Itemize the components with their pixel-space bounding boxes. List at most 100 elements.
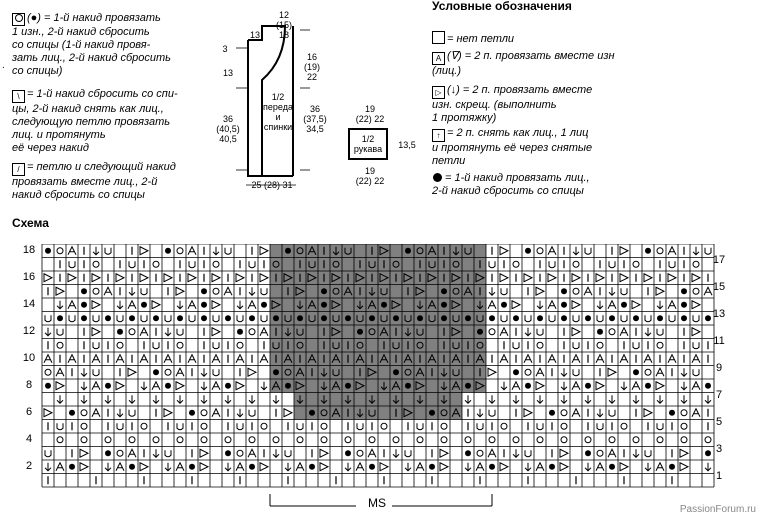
a-mark (451, 353, 461, 363)
a-mark (115, 461, 125, 471)
legend-left-item-1: (●) = 1-й накид провязать 1 изн., 2-й на… (12, 12, 171, 77)
dim-right-big: 36 (37,5) 34,5 (303, 104, 327, 134)
dot-mark (345, 450, 351, 457)
ring-mark (632, 260, 640, 268)
arrow-mark (560, 395, 568, 404)
dot-mark (525, 247, 531, 254)
a-mark (211, 380, 221, 390)
dot-mark (681, 315, 687, 322)
ring-mark (248, 328, 256, 336)
triangle-mark (631, 299, 642, 310)
arrow-mark (296, 300, 304, 310)
triangle-mark (535, 286, 546, 297)
dot-mark (285, 247, 291, 254)
ring-mark (536, 341, 544, 349)
dot-mark (249, 463, 255, 470)
slash-icon: / (12, 163, 25, 176)
a-mark (355, 461, 365, 471)
ring-mark (212, 287, 220, 295)
triangle-mark (151, 299, 162, 310)
arrow-mark (560, 368, 568, 377)
a-mark (67, 245, 77, 255)
triangle-mark (499, 245, 510, 256)
a-mark (91, 407, 101, 417)
u-mark (452, 315, 460, 323)
a-mark (667, 245, 677, 255)
u-mark (128, 409, 136, 417)
a-mark (127, 299, 137, 309)
ring-mark (368, 328, 376, 336)
a-mark (91, 353, 101, 363)
dot-mark (225, 450, 231, 457)
dot-mark (681, 301, 687, 308)
row-number-left: 8 (25, 379, 33, 391)
arrow-mark (596, 408, 604, 418)
ring-mark (560, 422, 568, 430)
triangle-mark (451, 299, 462, 310)
dot-mark (153, 369, 159, 376)
a-mark (571, 380, 581, 390)
triangle-mark (139, 245, 150, 256)
arrow-mark (584, 395, 592, 404)
ring-mark (656, 341, 664, 349)
arrow-mark (680, 395, 688, 404)
triangle-mark (55, 286, 66, 297)
ring-mark (596, 449, 604, 457)
u-mark (308, 261, 316, 269)
arrow-mark (128, 395, 136, 404)
a-mark (43, 353, 53, 363)
u-mark (56, 423, 64, 431)
arrow-mark (80, 381, 88, 391)
ring-mark (92, 287, 100, 295)
a-mark (571, 407, 581, 417)
arrow-mark (140, 381, 148, 391)
a-mark (691, 407, 701, 417)
triangle-mark (283, 272, 294, 283)
triangle-mark (115, 272, 126, 283)
a-mark (67, 299, 77, 309)
ring-mark (272, 436, 280, 444)
empty-square-icon (432, 31, 445, 44)
ms-label: MS (368, 496, 386, 510)
u-mark (92, 342, 100, 350)
ring-mark (116, 341, 124, 349)
triangle-mark (43, 272, 54, 283)
u-mark (692, 315, 700, 323)
u-mark (416, 328, 424, 336)
dim-bottom: 25 (28) 31 (251, 180, 293, 190)
dot-mark (633, 315, 639, 322)
arrow-mark (272, 395, 280, 404)
triangle-mark (523, 407, 534, 418)
triangle-mark (43, 407, 54, 418)
a-mark (535, 367, 545, 377)
ring-mark (128, 436, 136, 444)
u-mark (140, 315, 148, 323)
a-mark (607, 299, 617, 309)
ring-mark (584, 436, 592, 444)
ring-mark (620, 422, 628, 430)
ring-mark (596, 341, 604, 349)
triangle-mark (163, 272, 174, 283)
arrow-mark (500, 381, 508, 391)
arrow-mark (116, 300, 124, 310)
triangle-mark (79, 461, 90, 472)
arrow-mark (512, 449, 520, 458)
arrow-mark (536, 395, 544, 404)
u-mark (284, 450, 292, 458)
u-mark (656, 328, 664, 336)
triangle-mark (127, 367, 138, 378)
u-mark (536, 328, 544, 336)
arrow-mark (356, 300, 364, 310)
dot-mark (153, 315, 159, 322)
ring-mark (392, 436, 400, 444)
dot-mark (117, 328, 123, 335)
a-mark (259, 353, 269, 363)
u-mark (596, 315, 604, 323)
arrow-mark (236, 408, 244, 418)
triangle-mark (91, 299, 102, 310)
front-label: 1/2 переда и спинки (263, 92, 293, 132)
ring-mark (536, 436, 544, 444)
arrow-mark (476, 408, 484, 418)
triangle-a-icon: A (432, 52, 445, 65)
arrow-mark (176, 395, 184, 404)
